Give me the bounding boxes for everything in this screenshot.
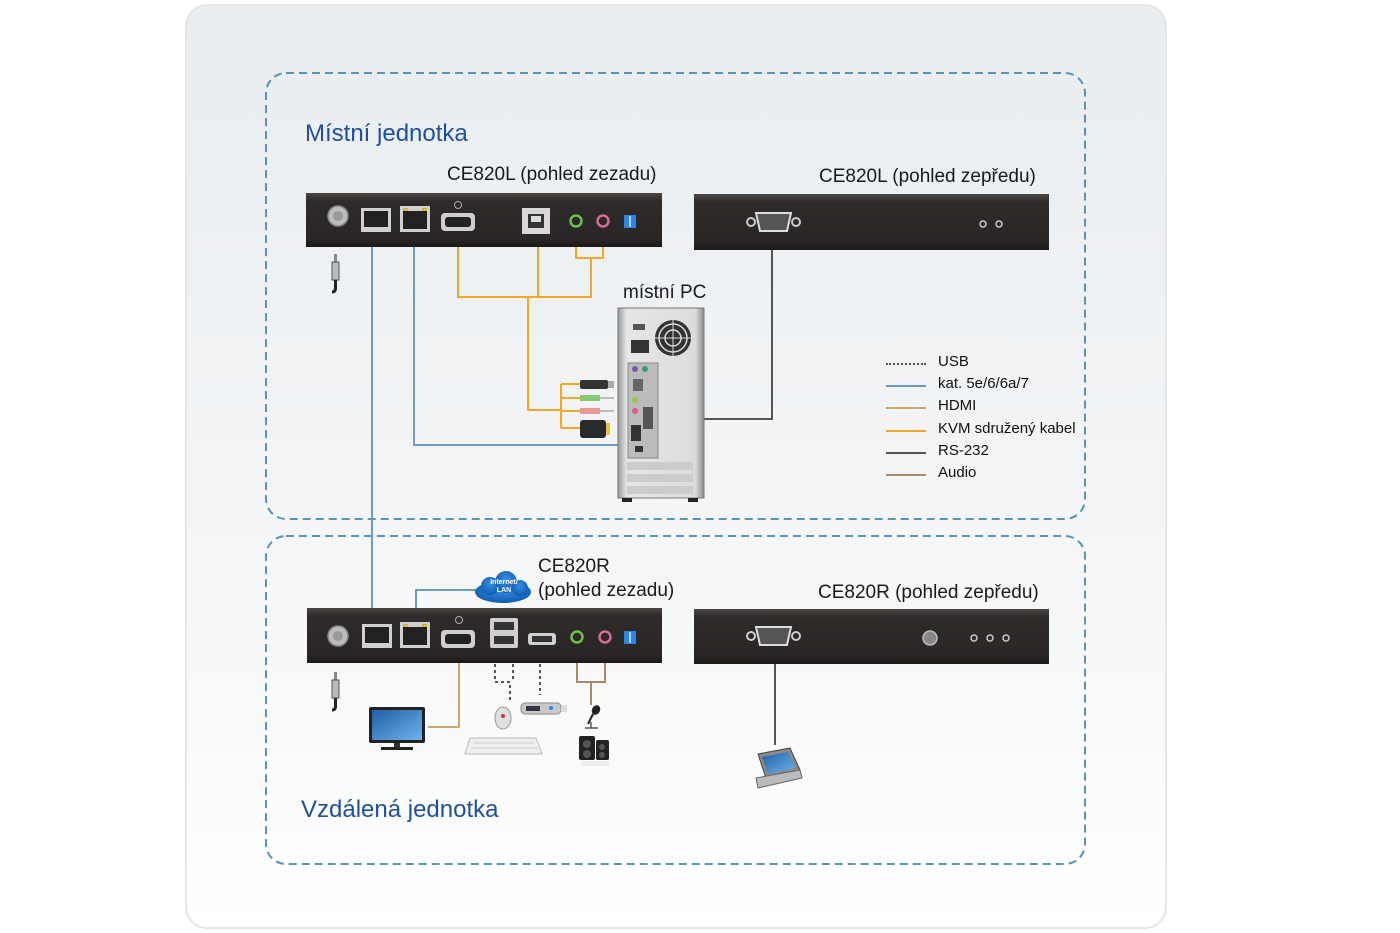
ce820r-front-label: CE820R (pohled zepředu) (818, 582, 1039, 603)
mouse-icon (494, 706, 512, 730)
legend-label: kat. 5e/6/6a/7 (938, 375, 1029, 393)
cloud-label: Internet/ LAN (482, 579, 526, 595)
ce820l-rear-panel (306, 193, 662, 294)
ce820r-front-panel (694, 609, 1049, 664)
cloud-label-line2: LAN (496, 587, 512, 594)
legend-label: HDMI (938, 397, 977, 415)
hdmi-connector-icon (580, 420, 606, 438)
ce820l-front-label: CE820L (pohled zepředu) (819, 166, 1036, 187)
local-pc-label: místní PC (623, 282, 707, 303)
monitor-icon (369, 707, 425, 750)
legend-swatch-kvm (886, 429, 926, 432)
legend-label: RS-232 (938, 441, 989, 459)
rs232-port-icon (746, 212, 801, 232)
usb-flash-drive-icon (520, 702, 567, 715)
ce820l-rear-label: CE820L (pohled zezadu) (447, 164, 657, 185)
hdmi-cable (428, 652, 460, 728)
led-icon (1002, 634, 1010, 642)
microphone-icon (585, 705, 601, 729)
remote-zone-title: Vzdálená jednotka (301, 796, 499, 823)
led-icon (986, 634, 994, 642)
led-icon (970, 634, 978, 642)
push-button-icon (922, 630, 938, 646)
cat-cable-pc (413, 233, 622, 446)
audio-out-port-icon (569, 214, 583, 228)
local-pc-tower (580, 307, 705, 502)
audio-plug-pink-icon (580, 408, 600, 414)
audio-plug-green-icon (580, 395, 600, 401)
legend-swatch-audio (886, 473, 926, 476)
ce820r-rear-panel (307, 608, 662, 712)
internet-lan-cloud-icon (475, 571, 531, 603)
ce820r-rear-label-line1: CE820R (538, 556, 610, 577)
led-icon (979, 220, 987, 228)
power-plug-icon (331, 254, 340, 294)
local-zone-title: Místní jednotka (305, 120, 468, 147)
legend-swatch-hdmi (886, 407, 926, 410)
terminal-console-icon (755, 747, 803, 789)
mic-in-port-icon (596, 214, 610, 228)
audio-out-port-icon (570, 630, 584, 644)
usb-connector-icon (580, 380, 608, 389)
power-plug-icon (331, 672, 340, 712)
power-socket-icon (631, 340, 649, 353)
keyboard-icon (464, 737, 543, 755)
vga-port-icon (643, 407, 653, 429)
mic-in-port-icon (598, 630, 612, 644)
led-icon (995, 220, 1003, 228)
legend-swatch-cat (886, 385, 926, 388)
rs232-port-icon (746, 626, 801, 646)
legend-label: USB (938, 353, 969, 370)
ce820r-rear-label-line2: (pohled zezadu) (538, 580, 675, 601)
legend-swatch-rs232 (886, 451, 926, 454)
legend-label: KVM sdružený kabel (938, 419, 1076, 437)
legend-label: Audio (938, 463, 977, 481)
legend-swatch-usb (886, 363, 926, 365)
remote-zone-border (265, 535, 1086, 865)
cloud-label-line1: Internet/ (490, 579, 518, 586)
ce820l-front-panel (694, 194, 1049, 250)
speakers-icon (579, 736, 609, 766)
